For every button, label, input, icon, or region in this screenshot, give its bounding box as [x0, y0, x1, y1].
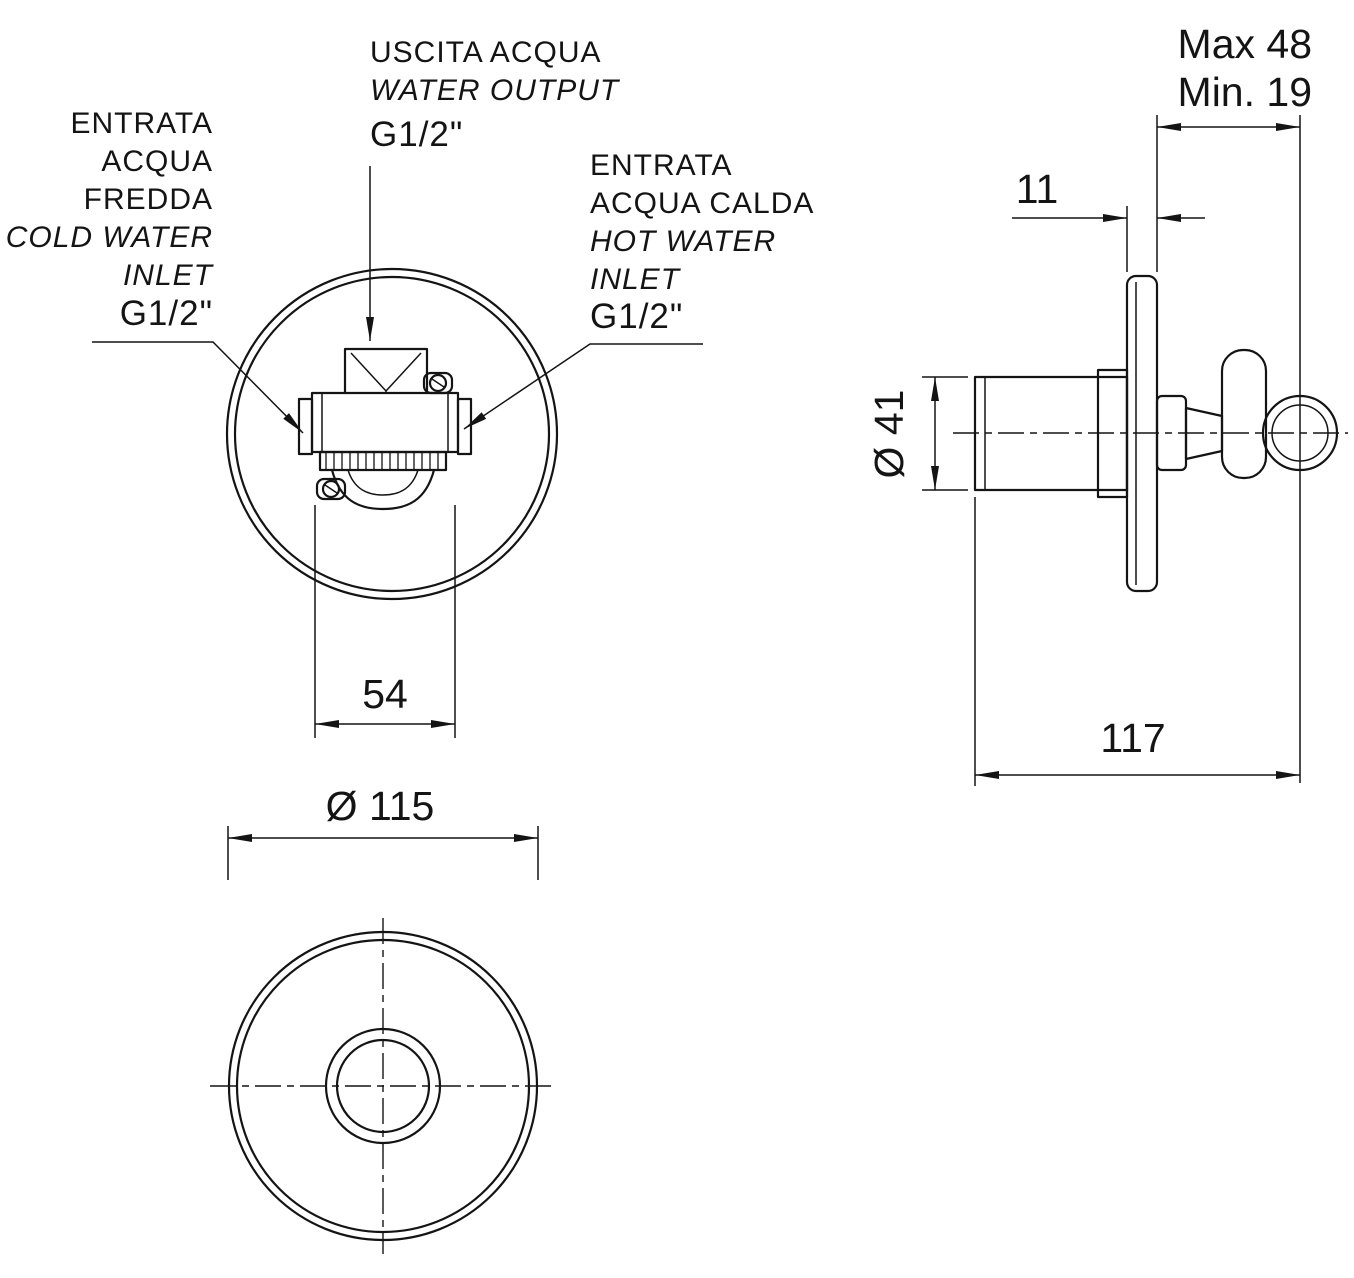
dim-41-extension-lines [922, 376, 968, 491]
water-output-label-it: USCITA ACQUA [370, 36, 602, 69]
hot-label-4: INLET [590, 263, 682, 296]
screw-tab-bottom [315, 477, 347, 501]
outlet-funnel-lines [350, 352, 422, 393]
lower-dome-inner [347, 469, 419, 496]
dim-54: 54 [314, 505, 456, 738]
dim-11-value: 11 [1016, 166, 1059, 212]
cold-port-tab [297, 397, 314, 456]
cold-label-4: COLD WATER [6, 221, 213, 254]
hot-thread: G1/2" [590, 297, 683, 336]
screw-tab-top [422, 371, 454, 395]
hot-label-1: ENTRATA [590, 149, 733, 182]
dim-11: 11 [1012, 166, 1205, 272]
cold-label-2: ACQUA [101, 145, 213, 178]
screw-top [428, 373, 448, 393]
dim-max-value: Max 48 [1178, 21, 1312, 67]
cold-label-1: ENTRATA [70, 107, 213, 140]
screw-bottom-slot [324, 484, 338, 494]
dim-41-value: Ø 41 [866, 390, 912, 479]
screw-bottom [321, 479, 341, 499]
dim-min-value: Min. 19 [1178, 69, 1312, 115]
side-view: Max 48 Min. 19 11 Ø 41 117 [866, 21, 1348, 786]
hot-port-tab [456, 397, 473, 456]
lower-dome-outer [330, 468, 436, 511]
dim-41: Ø 41 [866, 376, 968, 491]
cold-thread: G1/2" [120, 294, 213, 333]
water-output-callout: USCITA ACQUA WATER OUTPUT G1/2" [366, 36, 621, 341]
water-output-label-en: WATER OUTPUT [370, 74, 621, 107]
dim-115-value: Ø 115 [326, 783, 435, 829]
cartridge-body [310, 391, 460, 454]
front-view: USCITA ACQUA WATER OUTPUT G1/2" ENTRATA … [6, 36, 814, 738]
dim-54-extension-lines [314, 505, 456, 738]
front-view-geometry [225, 267, 559, 601]
water-output-thread: G1/2" [370, 115, 463, 154]
screw-top-slot [431, 378, 445, 388]
cold-inlet-callout: ENTRATA ACQUA FREDDA COLD WATER INLET G1… [6, 107, 304, 434]
hot-inlet-callout: ENTRATA ACQUA CALDA HOT WATER INLET G1/2… [463, 149, 814, 430]
cold-leader [92, 341, 304, 434]
outlet-block [343, 347, 429, 395]
dim-117: 117 [974, 497, 1300, 786]
cartridge-body-edges [321, 393, 449, 452]
cold-label-5: INLET [123, 259, 215, 292]
dim-54-value: 54 [362, 671, 408, 717]
hot-label-3: HOT WATER [590, 225, 776, 258]
plate-view-geometry [210, 918, 556, 1254]
handle-lever [1220, 348, 1268, 480]
side-view-geometry [953, 274, 1348, 593]
cold-label-3: FREDDA [84, 183, 213, 216]
escutcheon-inner-circle [233, 275, 551, 593]
hot-leader [463, 343, 703, 430]
thread-hatching [325, 453, 439, 469]
hot-label-2: ACQUA CALDA [590, 187, 814, 220]
dim-115: Ø 115 [227, 783, 539, 880]
dim-117-value: 117 [1100, 715, 1165, 761]
dim-max48-min19: Max 48 Min. 19 [1156, 21, 1312, 783]
escutcheon-outer-circle [225, 267, 559, 601]
plate-view: Ø 115 [210, 783, 556, 1254]
dim-115-extension-lines [227, 826, 539, 880]
thread-band [318, 450, 448, 472]
